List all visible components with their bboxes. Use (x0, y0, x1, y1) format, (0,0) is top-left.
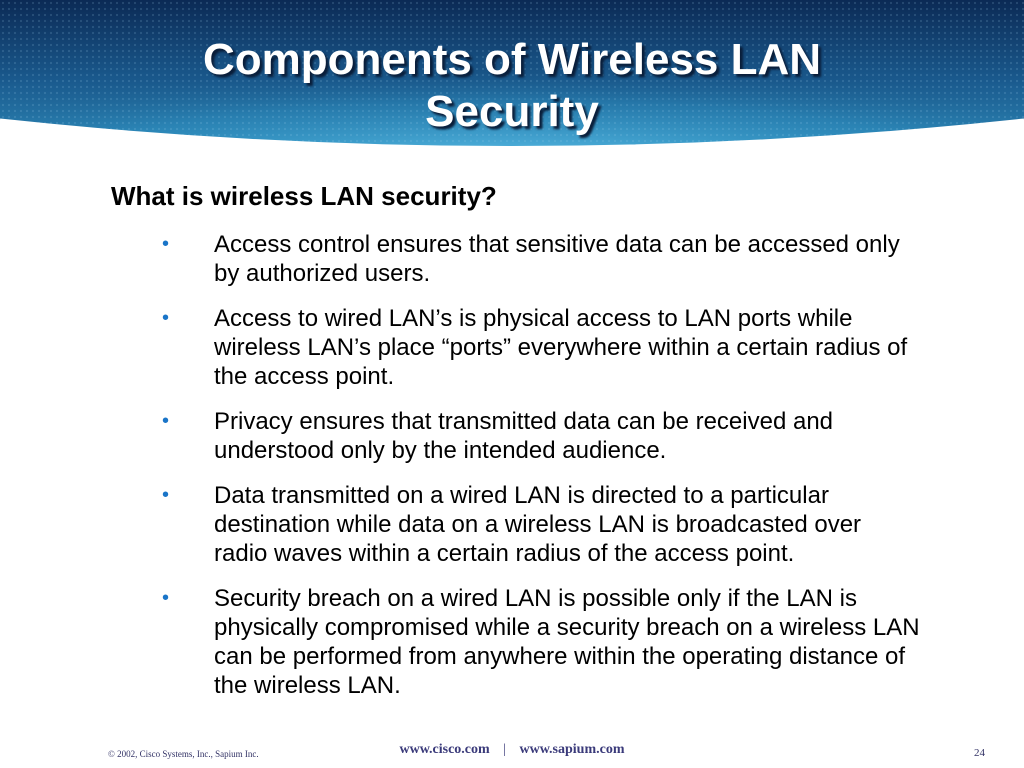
title-banner (0, 0, 1024, 160)
bullet-item: • Access to wired LAN’s is physical acce… (160, 304, 920, 391)
bullet-text: Security breach on a wired LAN is possib… (214, 585, 920, 699)
slide-footer: © 2002, Cisco Systems, Inc., Sapium Inc.… (0, 740, 1024, 764)
link-separator: | (503, 742, 506, 757)
footer-links: www.cisco.com | www.sapium.com (0, 742, 1024, 758)
bullet-icon: • (162, 587, 170, 609)
bullet-item: • Security breach on a wired LAN is poss… (160, 584, 920, 700)
cisco-link[interactable]: www.cisco.com (399, 742, 490, 757)
bullet-text: Privacy ensures that transmitted data ca… (214, 408, 834, 464)
slide-title-line-1: Components of Wireless LAN (202, 35, 822, 84)
bullet-text: Data transmitted on a wired LAN is direc… (214, 482, 862, 567)
bullet-icon: • (162, 484, 170, 506)
bullet-icon: • (162, 307, 170, 329)
copyright-text: © 2002, Cisco Systems, Inc., Sapium Inc. (108, 749, 259, 759)
bullet-item: • Access control ensures that sensitive … (160, 230, 920, 288)
bullet-icon: • (162, 233, 170, 255)
slide-title-line-2: Security (425, 87, 599, 136)
bullet-item: • Privacy ensures that transmitted data … (160, 407, 920, 465)
banner-graphic (0, 0, 1024, 149)
page-number: 24 (974, 747, 985, 759)
slide-title: Components of Wireless LAN Security (0, 34, 1024, 138)
bullet-text: Access control ensures that sensitive da… (214, 231, 900, 287)
bullet-list: • Access control ensures that sensitive … (160, 230, 920, 716)
section-heading: What is wireless LAN security? (111, 181, 497, 211)
sapium-link[interactable]: www.sapium.com (519, 742, 625, 757)
bullet-item: • Data transmitted on a wired LAN is dir… (160, 481, 920, 568)
bullet-icon: • (162, 410, 170, 432)
bullet-text: Access to wired LAN’s is physical access… (214, 305, 908, 390)
